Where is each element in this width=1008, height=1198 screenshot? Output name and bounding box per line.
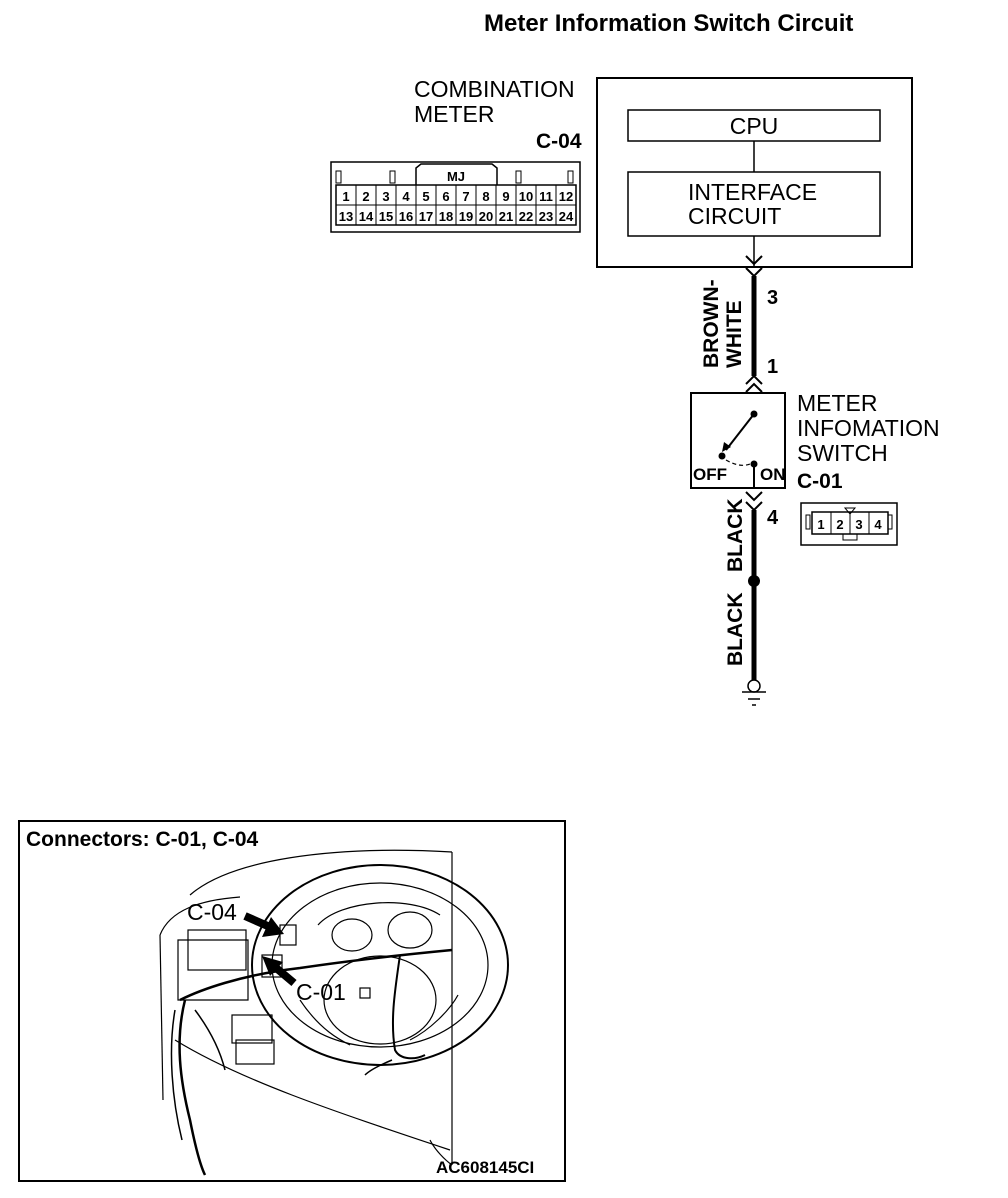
c04-pin-18: 18 — [439, 209, 453, 224]
c04-pin-23: 23 — [539, 209, 553, 224]
c04-pin-5: 5 — [422, 189, 429, 204]
switch-label-3: SWITCH — [797, 440, 888, 466]
wire-color-label-1: BROWN- — [700, 279, 723, 368]
c04-pin-15: 15 — [379, 209, 393, 224]
switch-lever-arrowhead — [722, 442, 731, 452]
c01-pin-4: 4 — [874, 517, 882, 532]
pin-3-label: 3 — [767, 287, 778, 309]
mj-tag: MJ — [447, 169, 465, 184]
wire-black-label-upper: BLACK — [724, 499, 747, 573]
c04-pin-17: 17 — [419, 209, 433, 224]
callout-arrow-c01 — [262, 956, 297, 987]
c04-pin-7: 7 — [462, 189, 469, 204]
callout-label-c01: C-01 — [296, 979, 346, 1005]
switch-connector-mark-b — [745, 382, 763, 393]
c04-pin-2: 2 — [362, 189, 369, 204]
c01-pin-3: 3 — [855, 517, 862, 532]
switch-label-1: METER — [797, 390, 878, 416]
c04-pin-20: 20 — [479, 209, 493, 224]
switch-off-label: OFF — [693, 465, 727, 484]
c04-pin-12: 12 — [559, 189, 573, 204]
c04-pin-11: 11 — [539, 189, 553, 204]
c04-pin-24: 24 — [559, 209, 574, 224]
switch-connector-mark-a — [745, 374, 763, 385]
c04-pin-16: 16 — [399, 209, 413, 224]
c04-pin-14: 14 — [359, 209, 374, 224]
switch-travel-arc — [725, 459, 751, 466]
interface-label-1: INTERFACE — [688, 179, 817, 205]
switch-connector-id: C-01 — [797, 470, 843, 493]
c01-connector-face: 1 2 3 4 — [800, 502, 898, 546]
meter-connector-mark-a — [745, 255, 763, 266]
splice-point — [748, 575, 760, 587]
callout-arrow-c04 — [243, 912, 284, 937]
switch-ground-mark-a — [745, 491, 763, 502]
switch-lever — [725, 413, 755, 451]
meter-connector-mark-b — [745, 267, 763, 278]
c04-pin-9: 9 — [502, 189, 509, 204]
combination-meter-connector-id: C-04 — [536, 130, 582, 153]
pin-4-label: 4 — [767, 507, 779, 529]
connectors-panel — [18, 820, 566, 1182]
connectors-panel-title: Connectors: C-01, C-04 — [26, 828, 259, 851]
c04-pin-13: 13 — [339, 209, 353, 224]
switch-on-label: ON — [760, 465, 786, 484]
cpu-label: CPU — [730, 113, 779, 139]
diagram-title: Meter Information Switch Circuit — [484, 10, 853, 37]
c04-pin-8: 8 — [482, 189, 489, 204]
wire-color-label-2: WHITE — [723, 300, 746, 368]
switch-ground-mark-b — [745, 501, 763, 512]
c04-pin-19: 19 — [459, 209, 473, 224]
c01-pin-2: 2 — [836, 517, 843, 532]
meter-info-switch-box — [690, 392, 786, 489]
figure-code: AC608145CI — [436, 1158, 534, 1177]
c04-pin-3: 3 — [382, 189, 389, 204]
c04-pin-1: 1 — [342, 189, 349, 204]
c04-pin-22: 22 — [519, 209, 533, 224]
c04-pin-4: 4 — [402, 189, 410, 204]
interface-label-2: CIRCUIT — [688, 203, 781, 229]
c01-pin-1: 1 — [817, 517, 824, 532]
combination-meter-label-2: METER — [414, 101, 495, 127]
wire-black-label-lower: BLACK — [724, 593, 747, 667]
pin-1-label: 1 — [767, 356, 778, 378]
ground-icon — [742, 679, 766, 706]
c04-pin-10: 10 — [519, 189, 533, 204]
switch-label-2: INFOMATION — [797, 415, 940, 441]
callout-label-c04: C-04 — [187, 899, 237, 925]
switch-off-contact — [718, 452, 726, 460]
switch-on-contact — [750, 460, 758, 468]
c04-pin-6: 6 — [442, 189, 449, 204]
combination-meter-label-1: COMBINATION — [414, 76, 575, 102]
c04-pin-21: 21 — [499, 209, 513, 224]
